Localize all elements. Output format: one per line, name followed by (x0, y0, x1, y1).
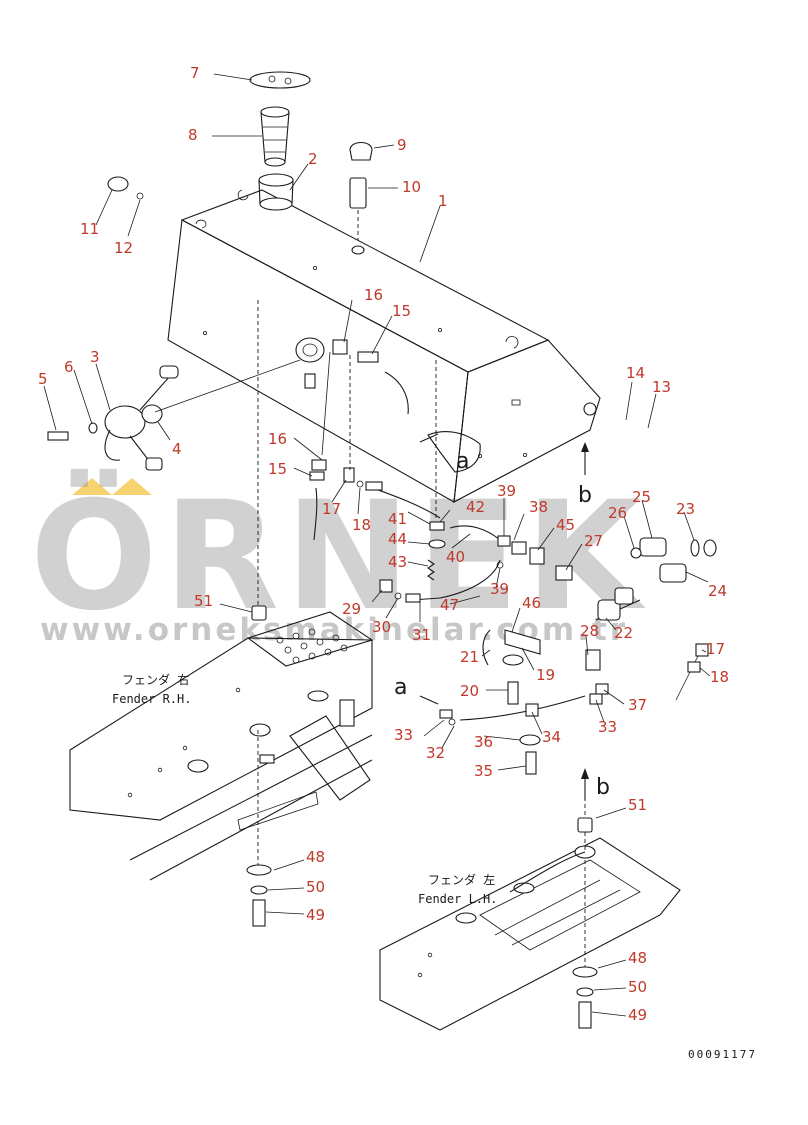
view-arrow-b-right: b (578, 442, 592, 508)
callout-34: 34 (542, 728, 561, 746)
callout-48b: 48 (628, 949, 647, 967)
drawing-code: 00091177 (688, 1048, 757, 1061)
fender-lh-label: フェンダ 左 Fender L.H. (418, 872, 497, 906)
fuel-tank (167, 189, 601, 503)
callout-12: 12 (114, 239, 133, 257)
callout-50a: 50 (306, 878, 325, 896)
callout-50b: 50 (628, 978, 647, 996)
callout-1: 1 (438, 192, 448, 210)
callout-23: 23 (676, 500, 695, 518)
callout-13: 13 (652, 378, 671, 396)
callout-41: 41 (388, 510, 407, 528)
callout-39b: 39 (490, 580, 509, 598)
callout-36: 36 (474, 733, 493, 751)
callout-16b: 16 (268, 430, 287, 448)
callout-2: 2 (308, 150, 318, 168)
callout-10: 10 (402, 178, 421, 196)
callout-3: 3 (90, 348, 100, 366)
svg-text:Fender L.H.: Fender L.H. (418, 892, 497, 906)
callout-19: 19 (536, 666, 555, 684)
watermark: ÖRNEK www.orneksmakinelar.com.tr (30, 468, 641, 648)
bracket-and-lower-hose (439, 629, 609, 775)
breather (349, 141, 373, 255)
callout-46: 46 (522, 594, 541, 612)
callout-35: 35 (474, 762, 493, 780)
callout-26: 26 (608, 504, 627, 522)
callout-28: 28 (580, 622, 599, 640)
view-arrow-a-top: a (419, 433, 469, 474)
fittings-cluster (309, 339, 527, 666)
callout-16a: 16 (364, 286, 383, 304)
callout-25: 25 (632, 488, 651, 506)
fuel-gauge (47, 359, 301, 471)
callout-14: 14 (626, 364, 645, 382)
callout-4: 4 (172, 440, 182, 458)
svg-text:a: a (456, 449, 469, 474)
callout-29: 29 (342, 600, 361, 618)
callout-15b: 15 (268, 460, 287, 478)
callout-33b: 33 (598, 718, 617, 736)
fender-lh (379, 790, 681, 1031)
callout-38: 38 (529, 498, 548, 516)
callout-30: 30 (372, 618, 391, 636)
filler-neck (237, 173, 294, 211)
callout-8: 8 (188, 126, 198, 144)
callout-11: 11 (80, 220, 99, 238)
callout-18b: 18 (710, 668, 729, 686)
view-arrow-b-lower: b (581, 768, 610, 800)
part-callouts: 7 8 2 9 10 1 11 12 16 15 3 6 5 4 14 13 1… (38, 64, 729, 1024)
callout-17a: 17 (322, 500, 341, 518)
callout-44: 44 (388, 530, 407, 548)
callout-33a: 33 (394, 726, 413, 744)
callout-45: 45 (556, 516, 575, 534)
svg-text:b: b (578, 483, 592, 508)
callout-31: 31 (412, 626, 431, 644)
svg-text:フェンダ 左: フェンダ 左 (428, 872, 495, 887)
callout-40: 40 (446, 548, 465, 566)
svg-text:フェンダ 右: フェンダ 右 (122, 672, 189, 687)
callout-22: 22 (614, 624, 633, 642)
callout-17b: 17 (706, 640, 725, 658)
callout-37: 37 (628, 696, 647, 714)
callout-21: 21 (460, 648, 479, 666)
callout-51a: 51 (194, 592, 213, 610)
cap-plug (107, 176, 144, 200)
svg-text:b: b (596, 775, 610, 800)
drain-valve (295, 337, 325, 389)
callout-9: 9 (397, 136, 407, 154)
watermark-accent (72, 478, 112, 495)
callout-49a: 49 (306, 906, 325, 924)
filler-cap (249, 71, 311, 89)
callout-51b: 51 (628, 796, 647, 814)
view-arrow-a-left: a (394, 675, 439, 705)
water-separator (529, 537, 717, 701)
callout-48a: 48 (306, 848, 325, 866)
watermark-accent (112, 478, 152, 495)
svg-text:a: a (394, 675, 407, 700)
callout-47: 47 (440, 596, 459, 614)
callout-43: 43 (388, 553, 407, 571)
callout-24: 24 (708, 582, 727, 600)
callout-18a: 18 (352, 516, 371, 534)
callout-32: 32 (426, 744, 445, 762)
fender-rh-label: フェンダ 右 Fender R.H. (112, 672, 191, 706)
fender-rh (69, 300, 374, 927)
callout-49b: 49 (628, 1006, 647, 1024)
callout-39a: 39 (497, 482, 516, 500)
fender-rh-checker-plate (276, 628, 348, 664)
callout-42: 42 (466, 498, 485, 516)
svg-text:Fender R.H.: Fender R.H. (112, 692, 191, 706)
callout-15a: 15 (392, 302, 411, 320)
callout-20: 20 (460, 682, 479, 700)
callout-27: 27 (584, 532, 603, 550)
strainer (260, 106, 290, 167)
callout-6: 6 (64, 358, 74, 376)
callout-7: 7 (190, 64, 200, 82)
callout-5: 5 (38, 370, 48, 388)
